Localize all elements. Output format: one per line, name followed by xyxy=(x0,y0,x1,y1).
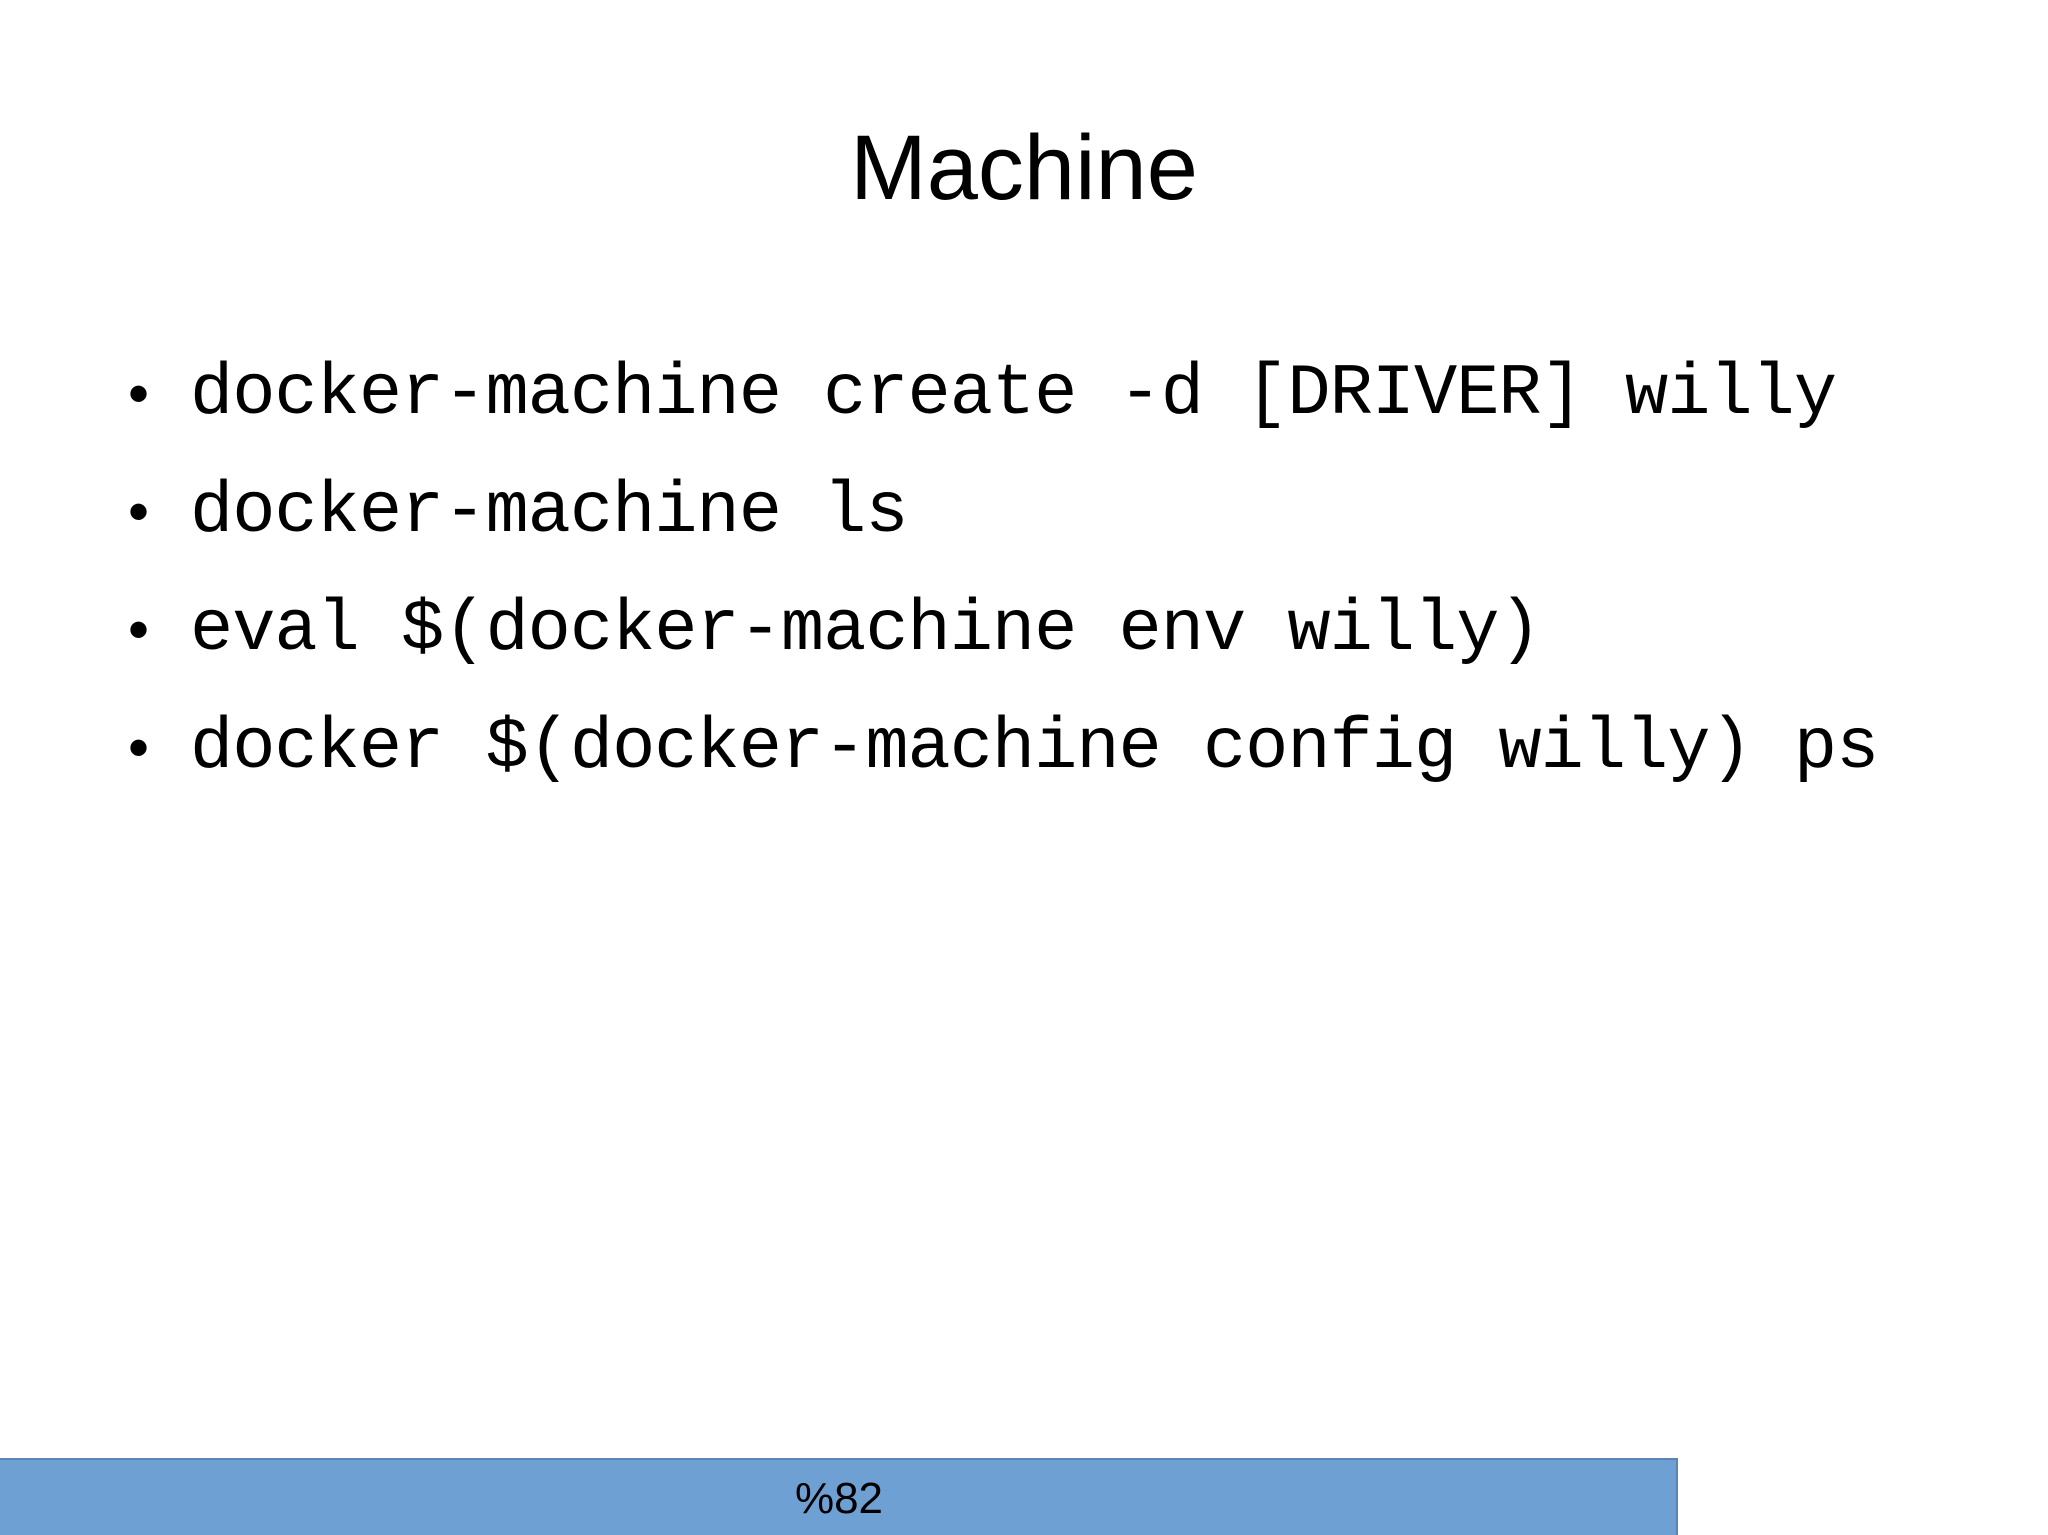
footer-bar: %82 xyxy=(0,1458,1678,1535)
bullet-point-icon: • xyxy=(128,714,150,781)
list-item: • docker-machine create -d [DRIVER] will… xyxy=(118,346,1938,442)
list-item-text: docker-machine create -d [DRIVER] willy xyxy=(190,353,1837,435)
list-item-text: docker-machine ls xyxy=(190,471,909,553)
bullet-point-icon: • xyxy=(128,478,150,545)
list-item: • docker $(docker-machine config willy) … xyxy=(118,700,1938,796)
list-item: • docker-machine ls xyxy=(118,464,1938,560)
list-item-text: docker $(docker-machine config willy) ps xyxy=(190,707,1879,789)
page-title: Machine xyxy=(850,117,1198,219)
page-number: %82 xyxy=(794,1474,884,1523)
bullet-list: • docker-machine create -d [DRIVER] will… xyxy=(118,346,1938,818)
bullet-point-icon: • xyxy=(128,596,150,663)
list-item-text: eval $(docker-machine env willy) xyxy=(190,589,1542,671)
bullet-point-icon: • xyxy=(128,360,150,427)
list-item: • eval $(docker-machine env willy) xyxy=(118,582,1938,678)
